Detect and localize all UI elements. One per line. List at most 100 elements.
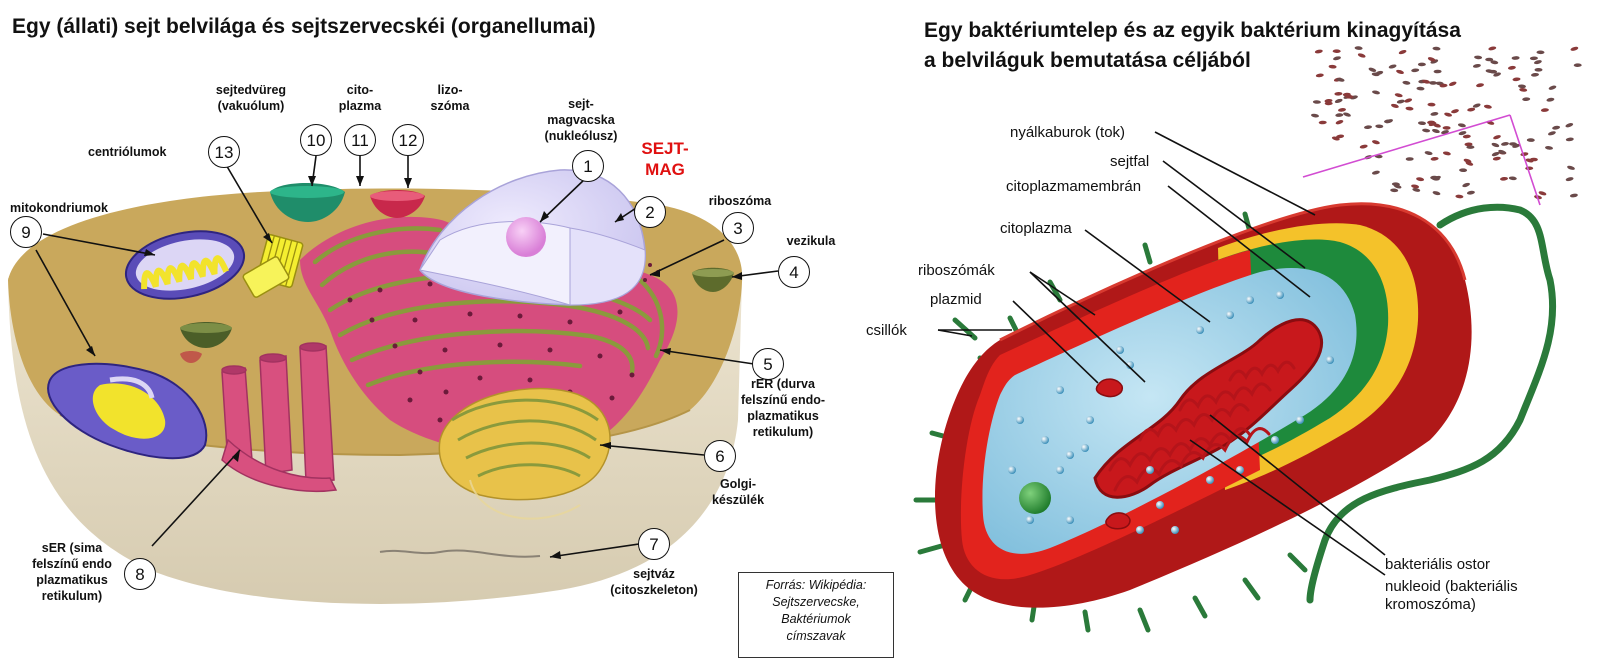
ribosome-dot xyxy=(1276,291,1284,299)
colony-bacterium xyxy=(1338,108,1346,112)
ribosome-dot xyxy=(1081,444,1089,452)
centrioles xyxy=(242,234,304,298)
colony-bacterium xyxy=(1429,81,1438,85)
colony-bacterium xyxy=(1508,176,1517,181)
colony-bacterium xyxy=(1388,64,1397,69)
colony-bacterium xyxy=(1493,72,1501,77)
label-membrane: citoplazmamembrán xyxy=(1006,178,1142,195)
ribosome-dot xyxy=(1136,526,1144,534)
colony-bacterium xyxy=(1565,123,1574,128)
colony-bacterium xyxy=(1526,138,1535,142)
ribosome-dot xyxy=(1066,516,1074,524)
colony-bacterium xyxy=(1509,142,1518,146)
label-cytoplasm: cito-plazma xyxy=(338,83,382,113)
label-capsule: nyálkaburok (tok) xyxy=(1010,124,1126,141)
colony-bacterium xyxy=(1433,175,1441,180)
colony-bacterium xyxy=(1451,109,1459,114)
colony-bacterium xyxy=(1490,60,1499,65)
colony-bacterium xyxy=(1457,123,1466,128)
colony-bacterium xyxy=(1548,85,1557,90)
colony-bacterium xyxy=(1422,128,1431,133)
colony-bacterium xyxy=(1531,72,1539,77)
marker-7: 7 xyxy=(638,528,670,560)
colony-bacterium xyxy=(1411,68,1420,73)
colony-bacterium xyxy=(1318,120,1327,125)
colony-bacterium xyxy=(1336,77,1345,82)
marker-11: 11 xyxy=(344,124,376,156)
label-nucleus: SEJT-MAG xyxy=(641,139,689,179)
colony-bacterium xyxy=(1546,97,1555,102)
colony-bacterium xyxy=(1529,56,1538,61)
colony-bacterium xyxy=(1427,102,1436,107)
colony-bacterium xyxy=(1512,77,1521,82)
colony-bacterium xyxy=(1570,46,1579,51)
colony-bacterium xyxy=(1427,57,1436,62)
colony-bacterium xyxy=(1336,134,1345,139)
source-box: Forrás: Wikipédia:Sejtszervecske,Baktéri… xyxy=(738,572,894,658)
colony-bacterium xyxy=(1518,84,1526,89)
colony-bacterium xyxy=(1448,81,1457,86)
ribosome-dot xyxy=(1056,386,1064,394)
ribosome-dot xyxy=(1146,466,1154,474)
ribosome-dot xyxy=(1056,466,1064,474)
ribosome-dot xyxy=(1126,361,1134,369)
ribosome-dot xyxy=(1196,326,1204,334)
colony-bacterium xyxy=(1422,79,1431,84)
vesicle-small-2 xyxy=(180,351,202,363)
colony-bacterium xyxy=(1540,108,1549,112)
ribosome-dot xyxy=(1008,466,1016,474)
colony-bacterium xyxy=(1511,56,1520,60)
colony-bacterium xyxy=(1402,80,1411,85)
colony-bacterium xyxy=(1569,193,1578,198)
colony-bacterium xyxy=(1418,121,1426,126)
colony-bacterium xyxy=(1412,187,1421,192)
colony-bacterium xyxy=(1364,125,1372,130)
marker-9: 9 xyxy=(10,216,42,248)
colony-bacterium xyxy=(1324,98,1333,103)
nucleus xyxy=(419,169,646,306)
colony-bacterium xyxy=(1565,177,1574,182)
colony-bacterium xyxy=(1493,135,1501,140)
colony-bacterium xyxy=(1507,65,1516,70)
colony-bacterium xyxy=(1311,113,1319,118)
animal-cell xyxy=(8,155,779,604)
marker-3: 3 xyxy=(722,212,754,244)
colony-bacterium xyxy=(1467,107,1476,112)
marker-13: 13 xyxy=(208,136,240,168)
label-ribosomes: riboszómák xyxy=(918,262,995,279)
mitochondrion-lower xyxy=(47,362,208,460)
colony-bacterium xyxy=(1334,91,1343,96)
mitochondrion-upper xyxy=(124,230,246,300)
colony-bacterium xyxy=(1567,165,1575,170)
colony-bacterium xyxy=(1565,137,1574,142)
colony-bacterium xyxy=(1342,92,1351,97)
colony-bacterium xyxy=(1432,46,1441,51)
nucleolus xyxy=(506,217,546,257)
marker-12: 12 xyxy=(392,124,424,156)
ribosome-dot xyxy=(1086,416,1094,424)
ribosome-dot xyxy=(1326,356,1334,364)
cytoskeleton-filament xyxy=(379,549,541,558)
bacterial-ribosomes xyxy=(1008,291,1334,534)
colony-bacterium xyxy=(1442,151,1451,156)
colony-bacterium xyxy=(1534,60,1542,65)
marker-4: 4 xyxy=(778,256,810,288)
colony-bacterium xyxy=(1485,69,1494,73)
colony-bacterium xyxy=(1525,158,1534,163)
colony-bacterium xyxy=(1424,151,1433,156)
ribosome-dot xyxy=(1236,466,1244,474)
ribosome-dot xyxy=(1116,346,1124,354)
colony-bacterium xyxy=(1522,97,1531,102)
colony-bacterium xyxy=(1548,131,1556,136)
label-pili: csillók xyxy=(866,322,907,339)
colony-bacterium xyxy=(1472,63,1481,68)
golgi-apparatus xyxy=(438,387,611,520)
colony-bacterium xyxy=(1333,56,1341,61)
colony-bacterium xyxy=(1375,70,1384,75)
colony-bacterium xyxy=(1334,98,1343,103)
colony-bacterium xyxy=(1312,100,1321,104)
magnification-pointers xyxy=(1302,114,1541,206)
colony-bacterium xyxy=(1488,46,1497,51)
